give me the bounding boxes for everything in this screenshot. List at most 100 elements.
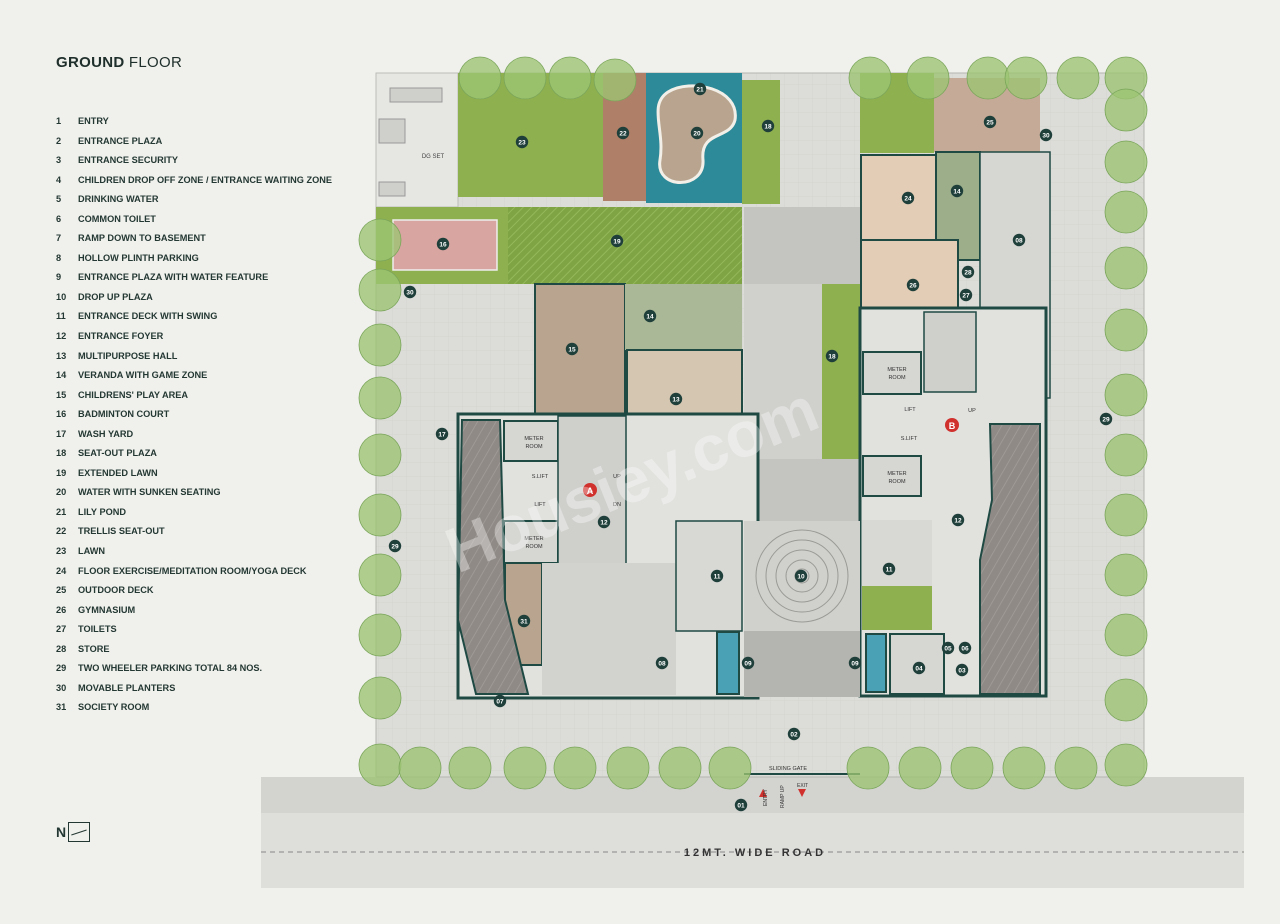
legend-number: 16 <box>56 409 67 420</box>
legend-label: VERANDA WITH GAME ZONE <box>78 370 208 381</box>
area-badge-number: 08 <box>658 660 666 667</box>
area-badge-number: 29 <box>1102 416 1110 423</box>
legend-label: COMMON TOILET <box>78 213 156 224</box>
tree-icon <box>1104 613 1148 657</box>
exit-label: EXIT <box>797 783 808 789</box>
tree-icon <box>1104 373 1148 417</box>
legend-label: FLOOR EXERCISE/MEDITATION ROOM/YOGA DECK <box>78 565 307 576</box>
legend-number: 7 <box>56 233 62 244</box>
tree-icon <box>358 493 402 537</box>
legend-label: ENTRANCE DECK WITH SWING <box>78 311 218 322</box>
tree-icon <box>1104 88 1148 132</box>
north-indicator: N <box>56 822 91 842</box>
legend-label: GYMNASIUM <box>78 604 136 615</box>
area-badge-number: 27 <box>962 292 970 299</box>
legend-number: 21 <box>56 506 67 517</box>
deck-swing-a <box>675 520 743 632</box>
area-badge: 11 <box>882 562 896 576</box>
area-badge-number: 01 <box>737 802 745 809</box>
meter-room-label: ROOM <box>525 544 543 550</box>
legend-number: 1 <box>56 116 62 126</box>
tree-icon <box>358 218 402 262</box>
legend-number: 10 <box>56 291 67 302</box>
area-badge: 05 <box>941 641 955 655</box>
area-badge: 09 <box>848 656 862 670</box>
area-badge: 28 <box>961 265 975 279</box>
area-badge: 15 <box>565 342 579 356</box>
meter-room-b2 <box>862 455 922 497</box>
yoga-deck <box>860 154 937 241</box>
area-badge-number: 11 <box>714 573 721 580</box>
area-badge-number: 10 <box>797 573 805 580</box>
area-badge: 02 <box>787 727 801 741</box>
area-badge: 21 <box>693 82 707 96</box>
area-badge: 03 <box>955 663 969 677</box>
legend-number: 28 <box>56 643 67 654</box>
legend-number: 29 <box>56 663 67 674</box>
drop-up-rings <box>755 529 849 623</box>
legend-label: TWO WHEELER PARKING TOTAL 84 NOS. <box>78 663 263 674</box>
lift-label: LIFT <box>904 407 916 413</box>
ramp-a <box>456 419 530 695</box>
service-lift-label: S.LIFT <box>901 436 918 442</box>
legend-label: DROP UP PLAZA <box>78 291 153 302</box>
area-badge: 18 <box>761 119 775 133</box>
tree-icon <box>1056 56 1100 100</box>
tree-icon <box>658 746 702 790</box>
legend-label: ENTRANCE PLAZA WITH WATER FEATURE <box>78 272 269 283</box>
tree-icon <box>503 56 547 100</box>
dg-set-unit <box>378 118 406 144</box>
dn-label: DN <box>613 502 621 508</box>
wing-a-marker <box>583 483 597 497</box>
tree-icon <box>1054 746 1098 790</box>
seat-out-plaza <box>742 80 780 204</box>
tree-icon <box>1104 190 1148 234</box>
meter-room-b <box>862 351 922 395</box>
childrens-play-area <box>534 283 626 415</box>
water-feature-b <box>865 633 887 693</box>
tree-icon <box>1104 678 1148 722</box>
area-badge: 14 <box>950 184 964 198</box>
tree-icon <box>1004 56 1048 100</box>
dg-set-unit <box>378 181 406 197</box>
legend-label: ENTRY <box>78 116 109 126</box>
area-badge-number: 09 <box>851 660 859 667</box>
area-badge-number: 20 <box>693 130 701 137</box>
area-badge-number: 18 <box>764 123 772 130</box>
area-badge: 27 <box>959 288 973 302</box>
road-label: 12MT. WIDE ROAD <box>684 847 826 859</box>
area-badge: 30 <box>403 285 417 299</box>
tree-icon <box>848 56 892 100</box>
wing-a-label: A <box>587 486 594 496</box>
legend-number: 17 <box>56 428 67 439</box>
tree-row <box>358 56 1148 790</box>
legend-item: 10 DROP UP PLAZA <box>56 288 332 308</box>
legend-number: 31 <box>56 702 67 713</box>
area-badge-number: 28 <box>964 269 972 276</box>
legend-number: 9 <box>56 272 62 283</box>
legend-label: RAMP DOWN TO BASEMENT <box>78 233 206 244</box>
legend-label: ENTRANCE FOYER <box>78 331 164 342</box>
legend-label: CHILDREN DROP OFF ZONE / ENTRANCE WAITIN… <box>78 174 333 185</box>
legend-number: 22 <box>56 526 67 537</box>
area-badge-number: 11 <box>886 566 893 573</box>
legend-number: 14 <box>56 370 67 381</box>
legend-number: 25 <box>56 585 67 596</box>
tree-icon <box>458 56 502 100</box>
legend-label: WASH YARD <box>78 428 134 439</box>
area-badge-number: 30 <box>1042 132 1050 139</box>
area-badge-number: 18 <box>828 353 836 360</box>
